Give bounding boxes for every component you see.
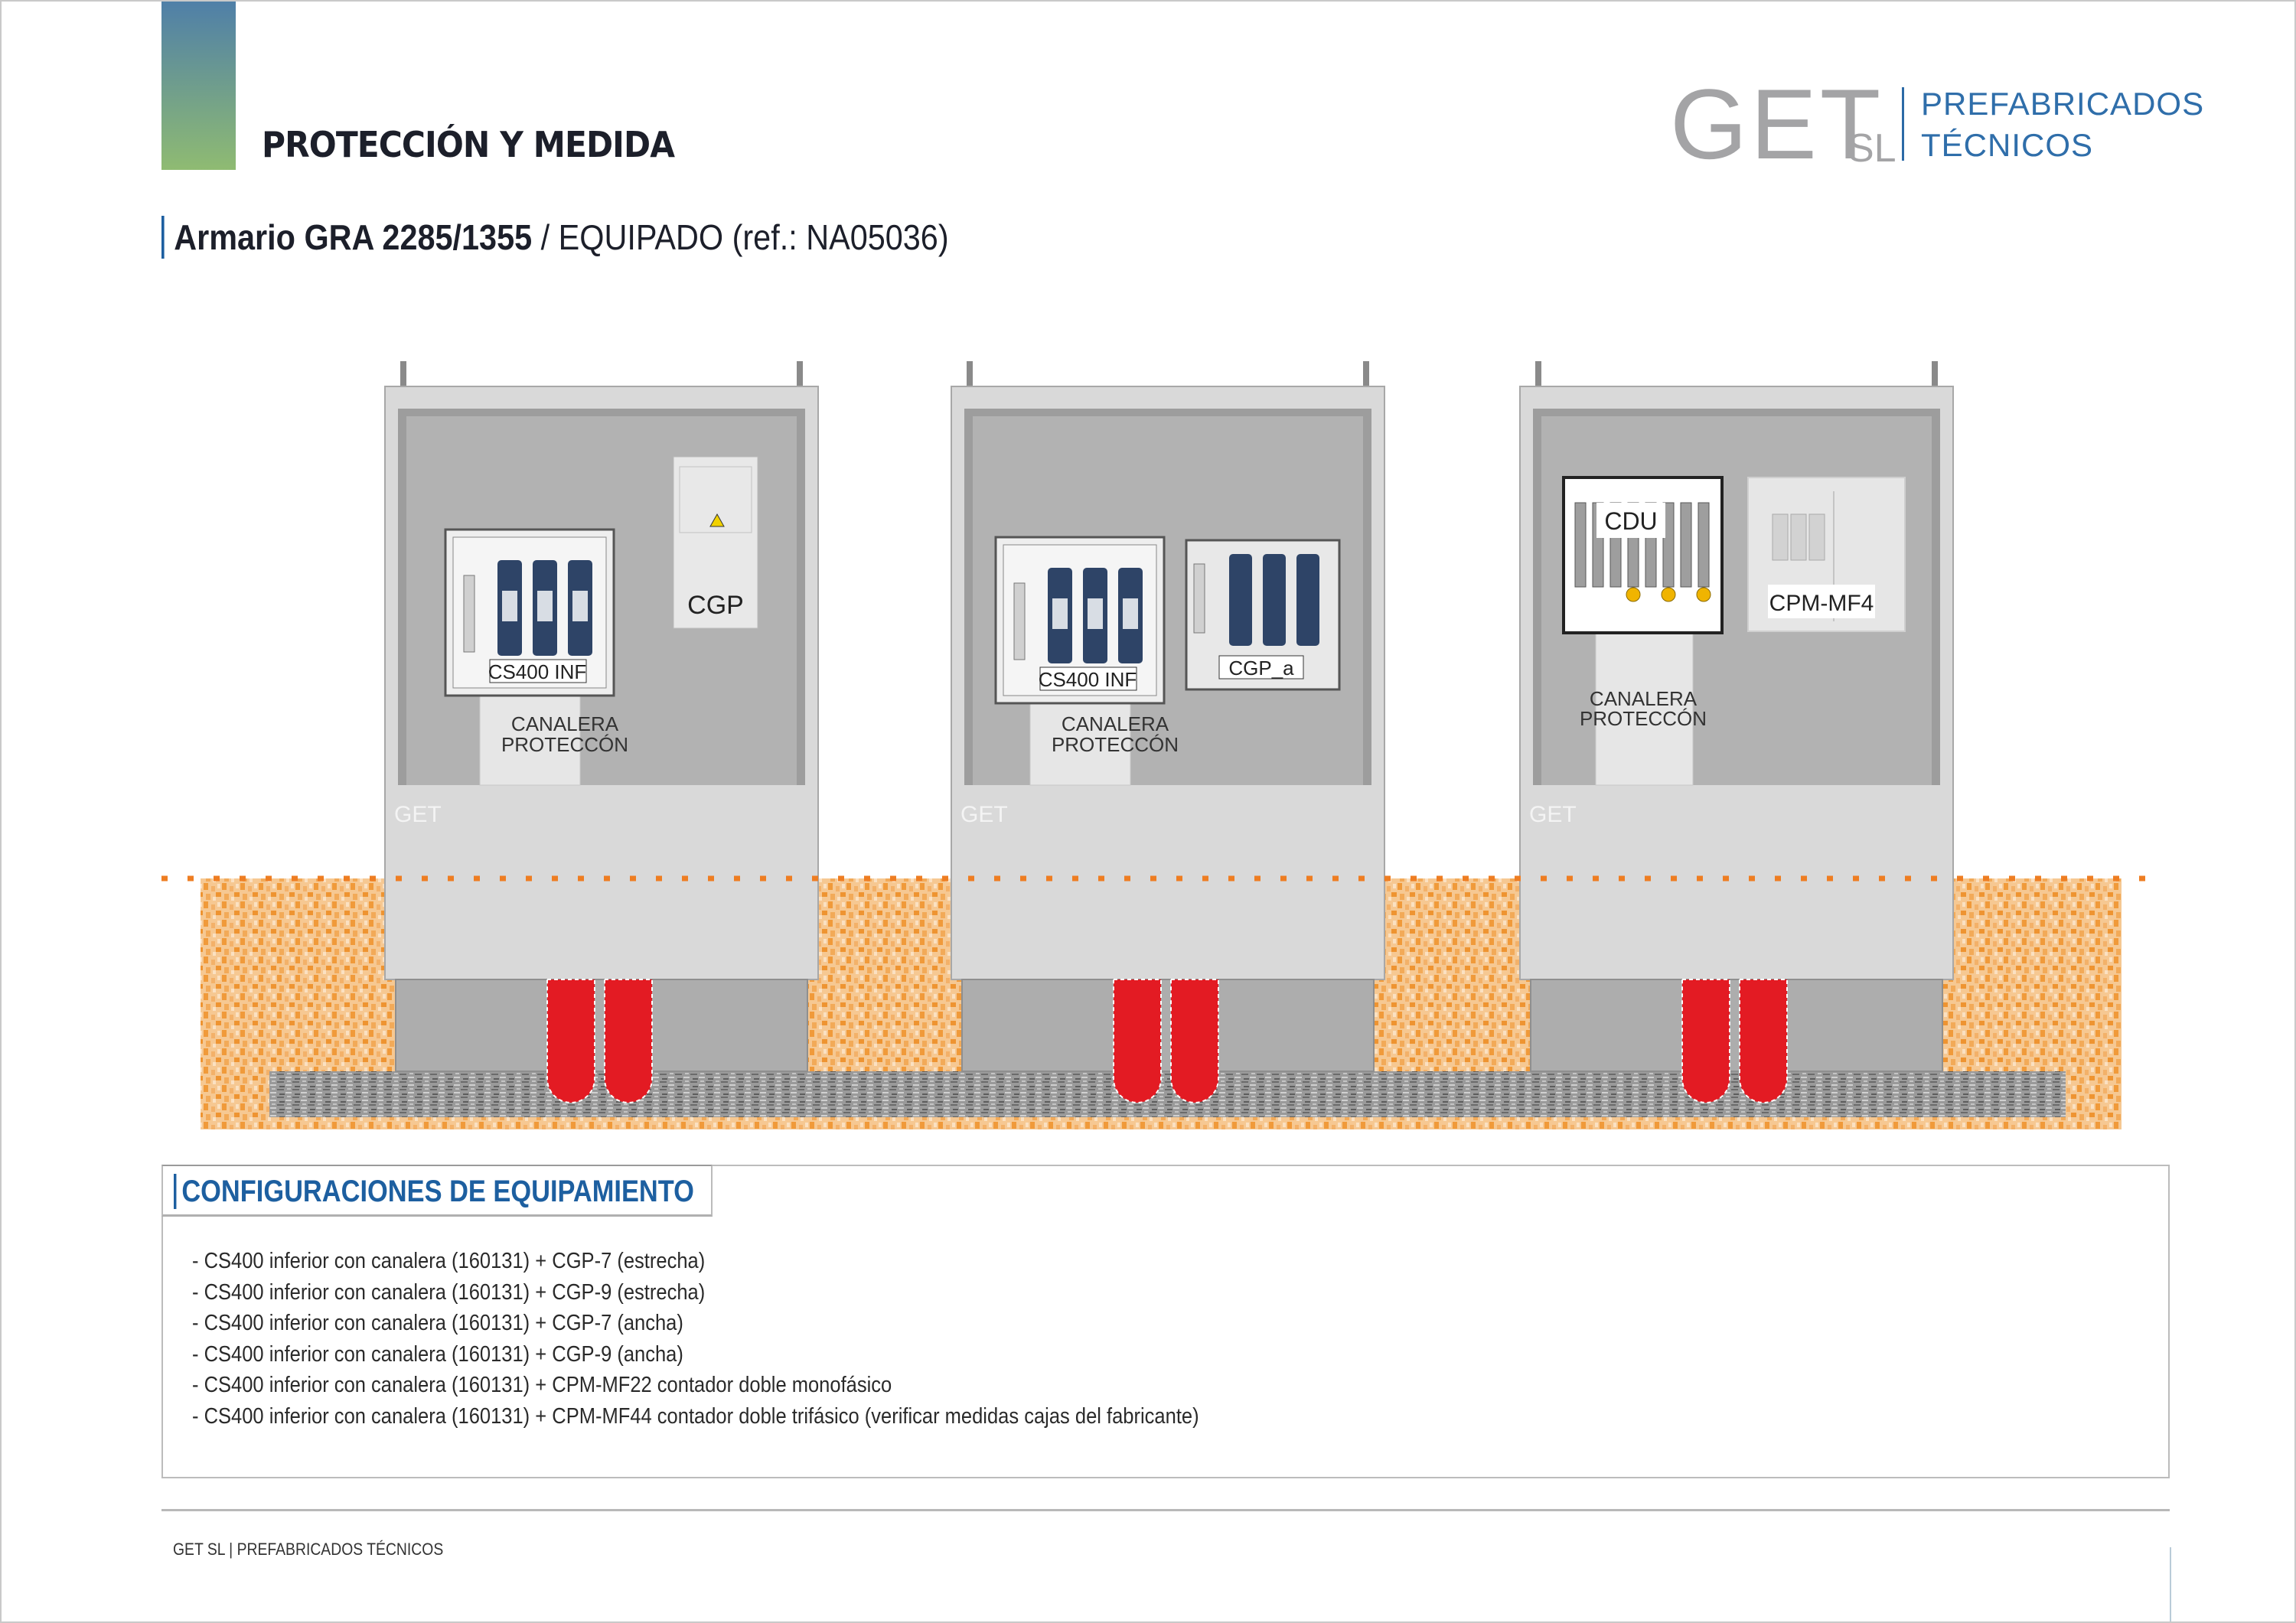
fuse-holder <box>1296 554 1319 646</box>
footer-vertical-rule <box>2170 1547 2171 1621</box>
fuse-label <box>1052 598 1068 629</box>
list-item: - CS400 inferior con canalera (160131) +… <box>192 1341 683 1367</box>
logo-line1: PREFABRICADOS <box>1921 86 2205 122</box>
cable-pit <box>1530 979 1943 1072</box>
cgp-window <box>679 466 752 533</box>
lifting-post <box>967 361 973 387</box>
gravel-bed <box>269 1071 2066 1117</box>
cable-pit <box>395 979 808 1072</box>
unit-label: CS400 INF <box>1039 668 1137 691</box>
cable-conduit-pipe <box>546 979 595 1103</box>
lifting-post <box>797 361 803 387</box>
cdu-terminal <box>1680 502 1692 588</box>
section-color-bar <box>161 2 236 170</box>
unit-label: CGP_a <box>1228 657 1294 680</box>
lifting-post <box>1535 361 1541 387</box>
unit-label: CPM-MF4 <box>1769 591 1874 616</box>
configurations-title: CONFIGURACIONES DE EQUIPAMIENTO <box>174 1174 694 1209</box>
neutral-bar <box>463 575 475 653</box>
canalera-label: PROTECCÓN <box>1052 733 1179 756</box>
footer-divider <box>161 1509 2170 1511</box>
lifting-post <box>400 361 406 387</box>
footer-text: GET SL | PREFABRICADOS TÉCNICOS <box>173 1540 444 1559</box>
cable-conduit-pipe <box>1681 979 1730 1103</box>
list-item: - CS400 inferior con canalera (160131) +… <box>192 1311 683 1335</box>
canalera-label: CANALERA <box>1590 687 1698 710</box>
configurations-list: - CS400 inferior con canalera (160131) +… <box>192 1246 1336 1432</box>
section-title: PROTECCIÓN Y MEDIDA <box>262 124 675 165</box>
logo-divider <box>1902 87 1904 161</box>
logo-brand: GET <box>1670 68 1884 180</box>
logo-line2: TÉCNICOS <box>1921 127 2094 163</box>
fuse-holder <box>1263 554 1286 646</box>
cdu-terminal <box>1698 502 1710 588</box>
cable-lug <box>1661 587 1676 602</box>
unit-label-box <box>1039 666 1137 691</box>
list-item: - CS400 inferior con canalera (160131) +… <box>192 1279 706 1305</box>
warning-icon <box>709 513 725 527</box>
cable-pit <box>961 979 1375 1072</box>
fuse-label <box>572 591 588 621</box>
cable-trunking <box>1029 695 1131 786</box>
canalera-label: PROTECCÓN <box>501 733 628 756</box>
cabinet-watermark: GET <box>960 802 1008 827</box>
cabinet-watermark: GET <box>394 802 442 827</box>
configurations-header: CONFIGURACIONES DE EQUIPAMIENTO <box>161 1165 713 1217</box>
cdu-terminal <box>1662 502 1675 588</box>
unit-label: CDU <box>1604 507 1657 535</box>
cable-trunking <box>479 695 581 786</box>
cable-lug <box>1626 587 1641 602</box>
cgp-box <box>673 456 758 629</box>
list-item: - CS400 inferior con canalera (160131) +… <box>192 1249 706 1273</box>
fuse-label <box>537 591 553 621</box>
cable-conduit-pipe <box>604 979 653 1103</box>
neutral-bar <box>1193 563 1205 634</box>
cabinet-watermark: GET <box>1529 802 1577 827</box>
cable-lug <box>1696 587 1711 602</box>
page-subtitle: Armario GRA 2285/1355 / EQUIPADO (ref.: … <box>161 216 949 259</box>
canalera-label: PROTECCÓN <box>1580 707 1707 730</box>
unit-label: CGP <box>687 591 744 620</box>
lifting-post <box>1932 361 1938 387</box>
meter-module <box>1808 513 1825 561</box>
lifting-post <box>1363 361 1369 387</box>
fuse-label <box>502 591 517 621</box>
canalera-label: CANALERA <box>511 712 619 735</box>
meter-module <box>1772 513 1789 561</box>
neutral-bar <box>1013 582 1026 660</box>
meter-module <box>1790 513 1807 561</box>
unit-label-box <box>1596 503 1665 538</box>
logo-suffix: SL <box>1848 126 1896 171</box>
configurations-panel: CONFIGURACIONES DE EQUIPAMIENTO - CS400 … <box>161 1165 2170 1478</box>
unit-label-box <box>1218 655 1304 680</box>
fuse-label <box>1088 598 1103 629</box>
subtitle-product: Armario GRA 2285/1355 <box>174 217 533 257</box>
unit-label: CS400 INF <box>488 660 587 683</box>
cable-conduit-pipe <box>1170 979 1219 1103</box>
canalera-label: CANALERA <box>1062 712 1169 735</box>
list-item: - CS400 inferior con canalera (160131) +… <box>192 1373 892 1397</box>
subtitle-ref: / EQUIPADO (ref.: NA05036) <box>532 217 949 257</box>
cdu-terminal <box>1574 502 1587 588</box>
unit-label-box <box>489 659 587 683</box>
fuse-label <box>1123 598 1138 629</box>
fuse-holder <box>1229 554 1252 646</box>
cable-conduit-pipe <box>1113 979 1162 1103</box>
unit-label-box <box>1768 585 1875 618</box>
cable-conduit-pipe <box>1739 979 1788 1103</box>
list-item: - CS400 inferior con canalera (160131) +… <box>192 1403 1199 1429</box>
